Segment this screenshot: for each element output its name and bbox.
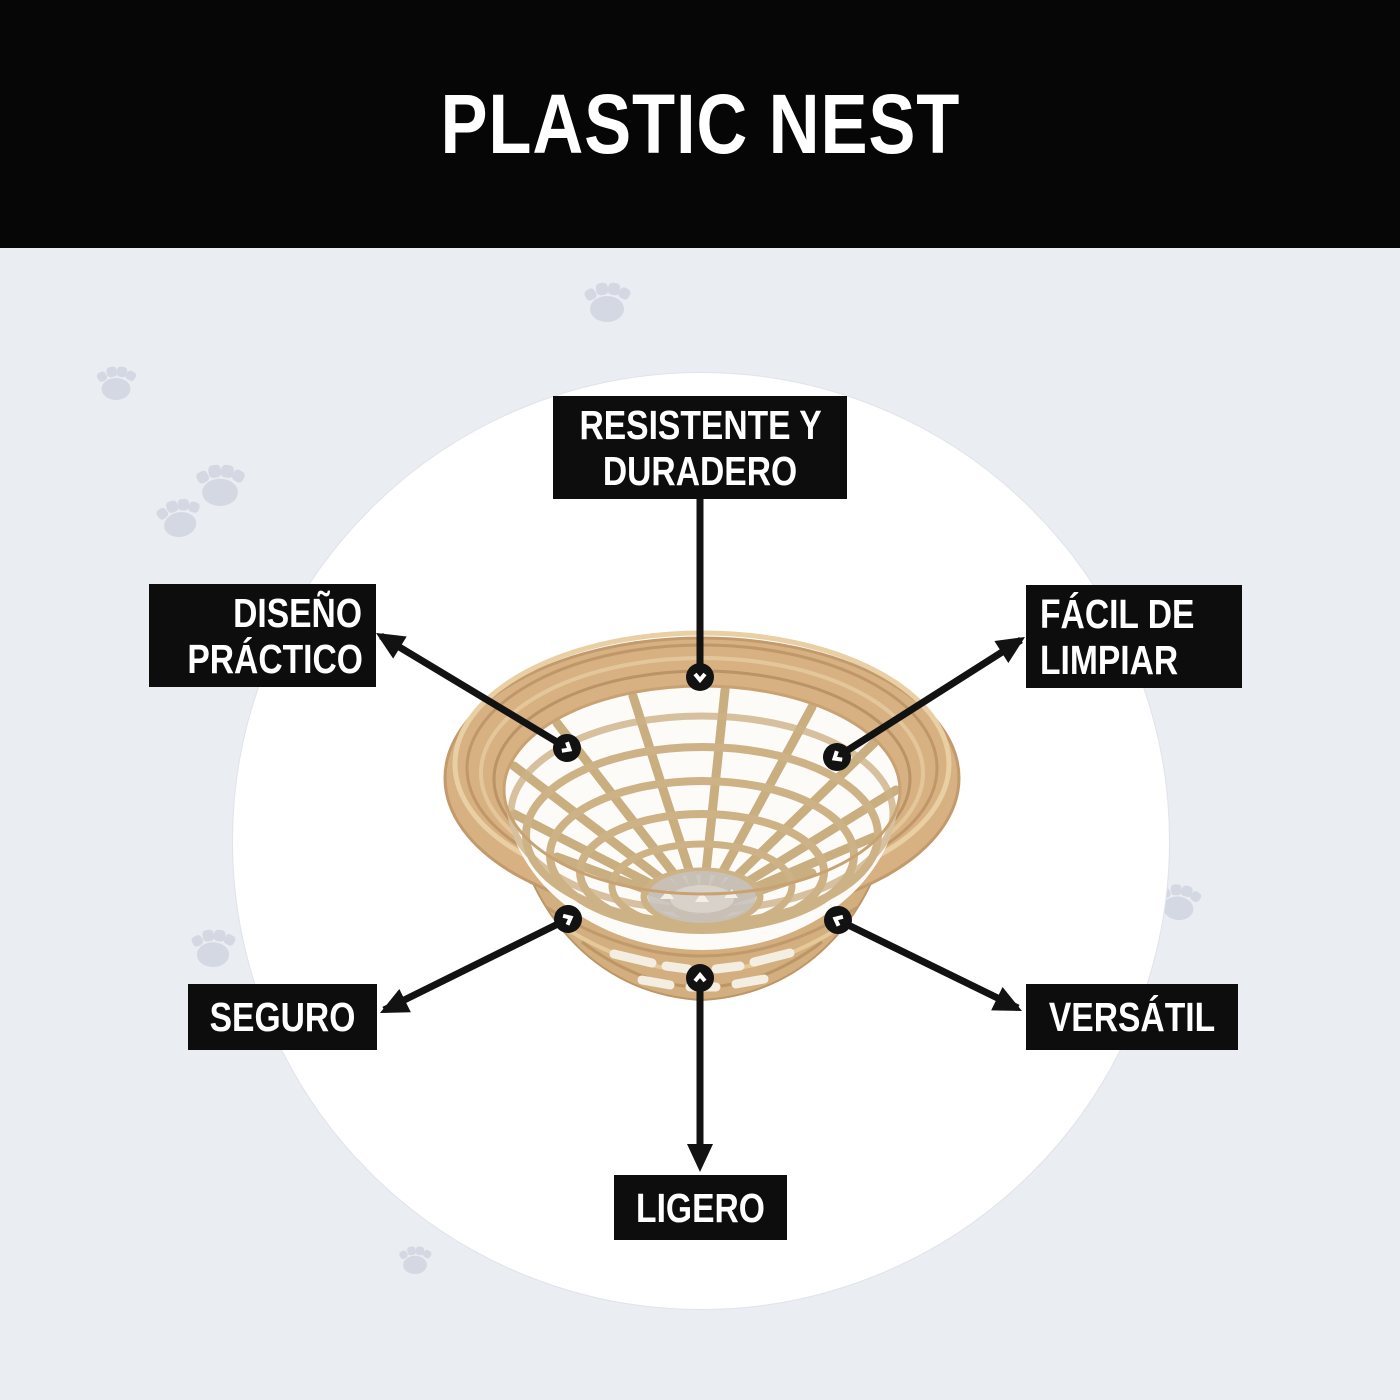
feature-label-ligero: LIGERO — [614, 1175, 787, 1240]
feature-label-line: DISEÑO — [233, 589, 362, 636]
paw-print-watermark — [583, 282, 632, 322]
anchor-dots — [553, 663, 852, 992]
feature-label-line: SEGURO — [209, 994, 356, 1040]
feature-label-line: PRÁCTICO — [187, 635, 363, 682]
feature-label-versatil: VERSÁTIL — [1026, 984, 1238, 1050]
connector-seguro — [382, 915, 570, 1014]
connector-versatil — [836, 916, 1020, 1012]
paw-print-watermark — [398, 1246, 433, 1274]
feature-label-line: FÁCIL DE — [1040, 590, 1195, 637]
anchor-dot-facil — [823, 743, 851, 771]
nest-lattice — [505, 687, 899, 950]
header-band: PLASTIC NEST — [0, 0, 1400, 248]
arrowhead-seguro — [380, 988, 411, 1013]
connector-diseno — [379, 633, 569, 751]
connector-arrowheads — [376, 633, 1025, 1172]
feature-label-diseno-practico: DISEÑO PRÁCTICO — [149, 584, 376, 687]
feature-label-seguro: SEGURO — [188, 984, 377, 1050]
anchor-dot-ligero — [686, 964, 714, 992]
feature-label-resistente-y-duradero: RESISTENTE Y DURADERO — [553, 396, 847, 499]
plastic-nest-illustration — [443, 630, 961, 1002]
feature-label-line: DURADERO — [602, 447, 798, 494]
paw-print-watermark — [190, 929, 237, 967]
feature-label-line: RESISTENTE Y — [579, 401, 822, 448]
paw-print-watermark — [95, 366, 138, 400]
arrowhead-diseno — [376, 633, 407, 659]
page-title: PLASTIC NEST — [440, 76, 960, 171]
arrowhead-ligero — [687, 1144, 713, 1172]
paw-print-watermark — [194, 464, 247, 506]
anchor-dot-seguro — [554, 905, 582, 933]
feature-label-line: LIGERO — [636, 1184, 765, 1231]
connector-lines — [379, 492, 1023, 1162]
arrowhead-versatil — [991, 987, 1022, 1011]
anchor-dot-versatil — [824, 906, 852, 934]
arrowhead-facil — [994, 637, 1025, 663]
nest-base-slots — [609, 948, 795, 992]
feature-label-line: LIMPIAR — [1040, 636, 1179, 683]
anchor-dot-resistente — [686, 663, 714, 691]
feature-label-line: VERSÁTIL — [1048, 994, 1216, 1040]
feature-label-facil-de-limpiar: FÁCIL DE LIMPIAR — [1026, 585, 1242, 688]
connector-facil — [835, 637, 1023, 760]
anchor-dot-diseno — [553, 734, 581, 762]
nest-bottom-disc — [648, 871, 756, 923]
